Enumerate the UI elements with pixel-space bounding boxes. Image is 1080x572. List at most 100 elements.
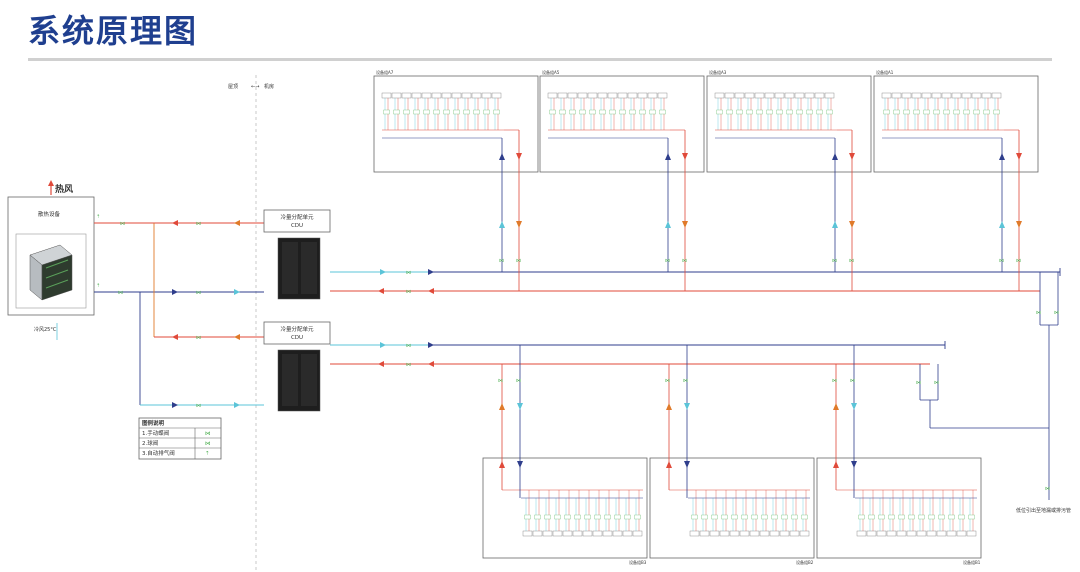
- server-slot: [966, 530, 977, 537]
- cabinet-bottom: 设备组B3⋈⋈: [482, 345, 648, 565]
- svg-text:⋈: ⋈: [1016, 258, 1021, 264]
- cdu-unit-2: 冷量分配单元 CDU: [263, 321, 331, 412]
- server-slot: [637, 92, 648, 99]
- server-slot: [401, 92, 412, 99]
- title-divider: [28, 58, 1052, 61]
- svg-text:⋈: ⋈: [832, 258, 837, 264]
- svg-text:⋈: ⋈: [916, 380, 921, 386]
- server-slot: [602, 530, 613, 537]
- server-slot: [961, 92, 972, 99]
- server-slot: [547, 92, 558, 99]
- server-slot: [739, 530, 750, 537]
- server-slot: [916, 530, 927, 537]
- svg-text:⋈: ⋈: [934, 380, 939, 386]
- svg-text:⋈: ⋈: [406, 289, 411, 295]
- server-slot: [689, 530, 700, 537]
- server-slot: [567, 92, 578, 99]
- server-slot: [794, 92, 805, 99]
- server-slot: [577, 92, 588, 99]
- server-slot: [491, 92, 502, 99]
- server-slot: [617, 92, 628, 99]
- server-slot: [622, 530, 633, 537]
- server-slot: [724, 92, 735, 99]
- server-slot: [582, 530, 593, 537]
- drain-branch: [919, 272, 1059, 500]
- svg-text:⋈: ⋈: [832, 378, 837, 384]
- svg-text:⇡: ⇡: [96, 283, 100, 289]
- cabinet-top: 设备组A3 ⋈ ⋈: [706, 69, 872, 291]
- server-slot: [941, 92, 952, 99]
- server-slot: [632, 530, 643, 537]
- server-slot: [481, 92, 492, 99]
- cabinet-top-label: 设备组A3: [709, 69, 727, 75]
- cabinet-top-label: 设备组A7: [376, 69, 394, 75]
- cdu-unit-1: 冷量分配单元 CDU: [263, 209, 331, 300]
- svg-text:⋈: ⋈: [849, 258, 854, 264]
- server-slot: [926, 530, 937, 537]
- server-slot: [946, 530, 957, 537]
- server-slot: [856, 530, 867, 537]
- server-slot: [587, 92, 598, 99]
- server-slot: [759, 530, 770, 537]
- svg-text:⋈: ⋈: [196, 221, 201, 227]
- server-slot: [936, 530, 947, 537]
- cooling-equipment-label: 散热设备: [38, 210, 61, 218]
- svg-text:⋈: ⋈: [498, 378, 503, 384]
- server-slot: [981, 92, 992, 99]
- server-slot: [522, 530, 533, 537]
- server-slot: [951, 92, 962, 99]
- server-slot: [744, 92, 755, 99]
- roof-piping: [94, 222, 264, 406]
- server-slot: [886, 530, 897, 537]
- legend-symbol-3: ⇡: [205, 450, 210, 457]
- header-arrows: ⋈ ⋈ ⋈ ⋈: [378, 269, 434, 368]
- server-slot: [779, 530, 790, 537]
- page-title: 系统原理图: [28, 12, 199, 50]
- cabinet-top: 设备组A5 ⋈ ⋈: [539, 69, 705, 291]
- cabinet-bottom-label: 设备组B3: [629, 559, 647, 565]
- hot-air-label: 热风: [55, 183, 73, 195]
- cdu-1-sub: CDU: [291, 223, 303, 229]
- cold-air-label: 冷风25°C: [34, 326, 57, 333]
- roof-flow-arrows: [172, 220, 240, 408]
- svg-text:⋈: ⋈: [499, 258, 504, 264]
- legend: 图例说明 1.手动蝶阀 2.球阀 3.自动排气阀 ⋈ ⋈ ⇡: [138, 417, 222, 460]
- svg-text:⋈: ⋈: [665, 258, 670, 264]
- legend-symbol-2: ⋈: [205, 441, 211, 447]
- svg-text:⋈: ⋈: [682, 258, 687, 264]
- cabinet-bottom: 设备组B2⋈⋈: [649, 345, 815, 565]
- cabinet-top-label: 设备组A1: [876, 69, 894, 75]
- server-slot: [542, 530, 553, 537]
- svg-text:⋈: ⋈: [1045, 486, 1050, 492]
- svg-text:⋈: ⋈: [196, 335, 201, 341]
- legend-symbol-1: ⋈: [205, 431, 211, 437]
- server-slot: [814, 92, 825, 99]
- server-slot: [431, 92, 442, 99]
- svg-text:⋈: ⋈: [196, 403, 201, 409]
- server-slot: [804, 92, 815, 99]
- server-slot: [774, 92, 785, 99]
- svg-text:⋈: ⋈: [516, 258, 521, 264]
- server-slot: [719, 530, 730, 537]
- server-slot: [734, 92, 745, 99]
- svg-text:⋈: ⋈: [406, 362, 411, 368]
- svg-text:⋈: ⋈: [118, 290, 123, 296]
- server-slot: [709, 530, 720, 537]
- server-slot: [769, 530, 780, 537]
- server-slot: [789, 530, 800, 537]
- svg-text:⋈: ⋈: [406, 343, 411, 349]
- legend-item-2: 2.球阀: [142, 439, 158, 447]
- server-slot: [411, 92, 422, 99]
- cdu-2-label: 冷量分配单元: [280, 325, 314, 333]
- server-slot: [572, 530, 583, 537]
- server-slot: [381, 92, 392, 99]
- server-slot: [391, 92, 402, 99]
- svg-text:⋈: ⋈: [1036, 310, 1041, 316]
- server-slot: [891, 92, 902, 99]
- server-slot: [931, 92, 942, 99]
- svg-text:⋈: ⋈: [406, 270, 411, 276]
- cabinet-top-label: 设备组A5: [542, 69, 560, 75]
- cdu-1-label: 冷量分配单元: [280, 213, 314, 221]
- cabinet-bottom-label: 设备组B1: [963, 559, 981, 565]
